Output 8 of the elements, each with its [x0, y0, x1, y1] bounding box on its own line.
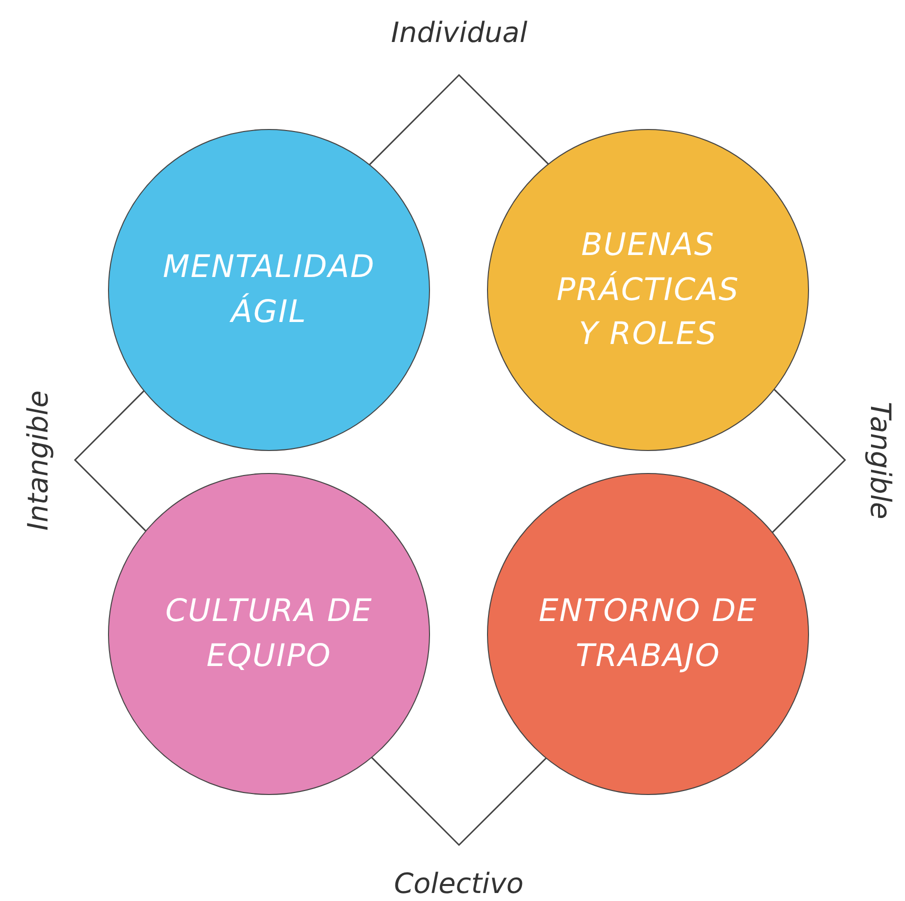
circle-label: ENTORNO DE TRABAJO — [538, 592, 758, 676]
circle-label: BUENAS PRÁCTICAS Y ROLES — [556, 226, 740, 354]
axis-label: Individual — [391, 16, 528, 48]
circle-label: MENTALIDAD ÁGIL — [162, 248, 376, 332]
axis-label: Tangible — [864, 401, 897, 519]
circle-label: CULTURA DE EQUIPO — [164, 592, 374, 676]
axis-label: Intangible — [22, 390, 55, 530]
axis-label: Colectivo — [394, 866, 524, 900]
